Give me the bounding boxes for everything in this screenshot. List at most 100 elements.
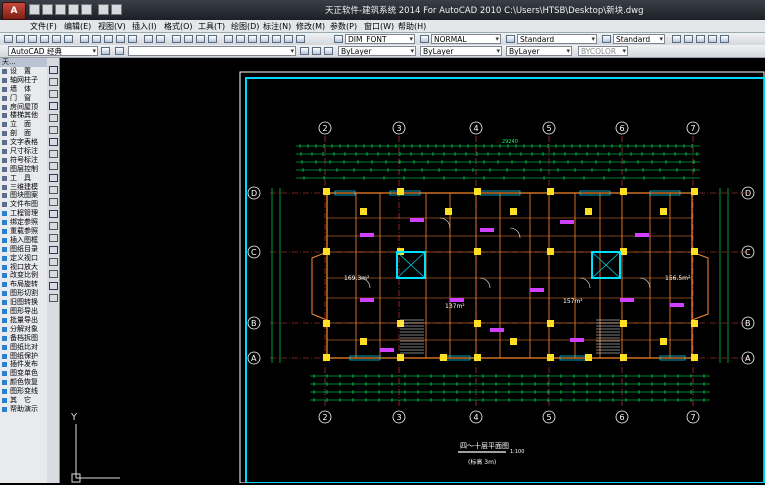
collect-leader-icon[interactable] [720,35,729,43]
undo-icon[interactable] [68,4,79,15]
screen-menu-item[interactable]: 重载参照 [0,227,47,236]
screen-menu-item[interactable]: 轴网柱子 [0,76,47,85]
screen-menu-item[interactable]: 剖 面 [0,129,47,138]
arc-icon[interactable] [49,126,58,134]
redo-icon[interactable] [81,4,92,15]
workspace-select[interactable]: AutoCAD 经典 [8,46,98,56]
screen-menu-item[interactable]: 插件发布 [0,360,47,369]
menu-insert[interactable]: 插入(I) [132,22,157,31]
screen-menu-item[interactable]: 图层控制 [0,165,47,174]
polyline-icon[interactable] [49,90,58,98]
screen-menu-item[interactable]: 插入图框 [0,236,47,245]
zoom-previous-icon[interactable] [208,35,217,43]
add-leader-icon[interactable] [684,35,693,43]
insert-block-icon[interactable] [49,198,58,206]
menu-modify[interactable]: 修改(M) [296,22,326,31]
screen-menu-item[interactable]: 符号标注 [0,156,47,165]
screen-menu-item[interactable]: 旧图转换 [0,298,47,307]
table-icon[interactable] [49,270,58,278]
menu-tools[interactable]: 工具(T) [198,22,226,31]
paste-icon[interactable] [104,35,113,43]
block-editor-icon[interactable] [128,35,137,43]
menu-window[interactable]: 窗口(W) [364,22,395,31]
lineweight-select[interactable]: ByLayer [506,46,572,56]
screen-menu-item[interactable]: 帮助演示 [0,405,47,414]
help-icon[interactable] [296,35,305,43]
design-center-icon[interactable] [236,35,245,43]
screen-menu-item[interactable]: 图块图案 [0,191,47,200]
menu-file[interactable]: 文件(F) [30,22,57,31]
screen-menu-item[interactable]: 布局旋转 [0,280,47,289]
circle-icon[interactable] [49,138,58,146]
ellipse-arc-icon[interactable] [49,186,58,194]
zoom-realtime-icon[interactable] [184,35,193,43]
dim-style-select[interactable]: NORMAL [431,34,501,44]
screen-menu-item[interactable]: 批量导出 [0,316,47,325]
screen-menu-item[interactable]: 立 面 [0,120,47,129]
screen-menu-item[interactable]: 图形导出 [0,307,47,316]
construction-line-icon[interactable] [49,78,58,86]
menu-help[interactable]: 帮助(H) [398,22,427,31]
screen-menu-item[interactable]: 备档拆图 [0,334,47,343]
ellipse-icon[interactable] [49,174,58,182]
menu-draw[interactable]: 绘图(D) [231,22,260,31]
multileader-style-icon[interactable] [602,35,611,43]
screen-menu-item[interactable]: 图纸比对 [0,343,47,352]
workspace-settings-icon[interactable] [101,47,110,55]
new-file-icon[interactable] [29,4,40,15]
hatch-icon[interactable] [49,234,58,242]
match-properties-icon[interactable] [116,35,125,43]
application-menu-button[interactable]: A [2,2,26,20]
menu-edit[interactable]: 编辑(E) [64,22,92,31]
gradient-icon[interactable] [49,246,58,254]
screen-menu-item[interactable]: 图纸保护 [0,352,47,361]
multileader-icon[interactable] [672,35,681,43]
open-icon[interactable] [16,35,25,43]
screen-menu-header[interactable]: 天... [0,58,47,67]
rectangle-icon[interactable] [49,114,58,122]
screen-menu-item[interactable]: 颜色恢复 [0,378,47,387]
text-style-select[interactable]: DIM_FONT [345,34,415,44]
screen-menu-item[interactable]: 图形变线 [0,387,47,396]
linetype-select[interactable]: ByLayer [420,46,502,56]
table-style-select[interactable]: Standard [517,34,597,44]
screen-menu-item[interactable]: 定义视口 [0,254,47,263]
line-icon[interactable] [49,66,58,74]
menu-parameter[interactable]: 参数(P) [330,22,358,31]
print-icon[interactable] [98,4,109,15]
copy-icon[interactable] [92,35,101,43]
save-icon[interactable] [28,35,37,43]
undo-icon[interactable] [144,35,153,43]
screen-menu-item[interactable]: 墙 体 [0,85,47,94]
screen-menu-item[interactable]: 尺寸标注 [0,147,47,156]
screen-menu-item[interactable]: 视口放大 [0,263,47,272]
table-style-icon[interactable] [506,35,515,43]
screen-menu-item[interactable]: 图变单色 [0,369,47,378]
preview-icon[interactable] [52,35,61,43]
add-selected-icon[interactable] [49,294,58,302]
open-file-icon[interactable] [42,4,53,15]
screen-menu-item[interactable]: 绑定参照 [0,218,47,227]
layer-previous-icon[interactable] [312,47,321,55]
revcloud-icon[interactable] [49,150,58,158]
screen-menu-item[interactable]: 房间屋顶 [0,103,47,112]
make-block-icon[interactable] [49,210,58,218]
dim-style-icon[interactable] [420,35,429,43]
polygon-icon[interactable] [49,102,58,110]
screen-menu-item[interactable]: 工程管理 [0,209,47,218]
zoom-window-icon[interactable] [196,35,205,43]
align-leader-icon[interactable] [708,35,717,43]
screen-menu-item[interactable]: 设 置 [0,67,47,76]
screen-menu-item[interactable]: 楼梯其他 [0,111,47,120]
properties-icon[interactable] [224,35,233,43]
multileader-style-select[interactable]: Standard [613,34,665,44]
remove-leader-icon[interactable] [696,35,705,43]
screen-menu-item[interactable]: 工 具 [0,174,47,183]
text-style-icon[interactable] [334,35,343,43]
redo-icon[interactable] [156,35,165,43]
screen-menu-item[interactable]: 门 窗 [0,94,47,103]
plotstyle-select[interactable]: BYCOLOR [578,46,628,56]
layer-states-icon[interactable] [324,47,333,55]
screen-menu-item[interactable]: 文件布图 [0,200,47,209]
